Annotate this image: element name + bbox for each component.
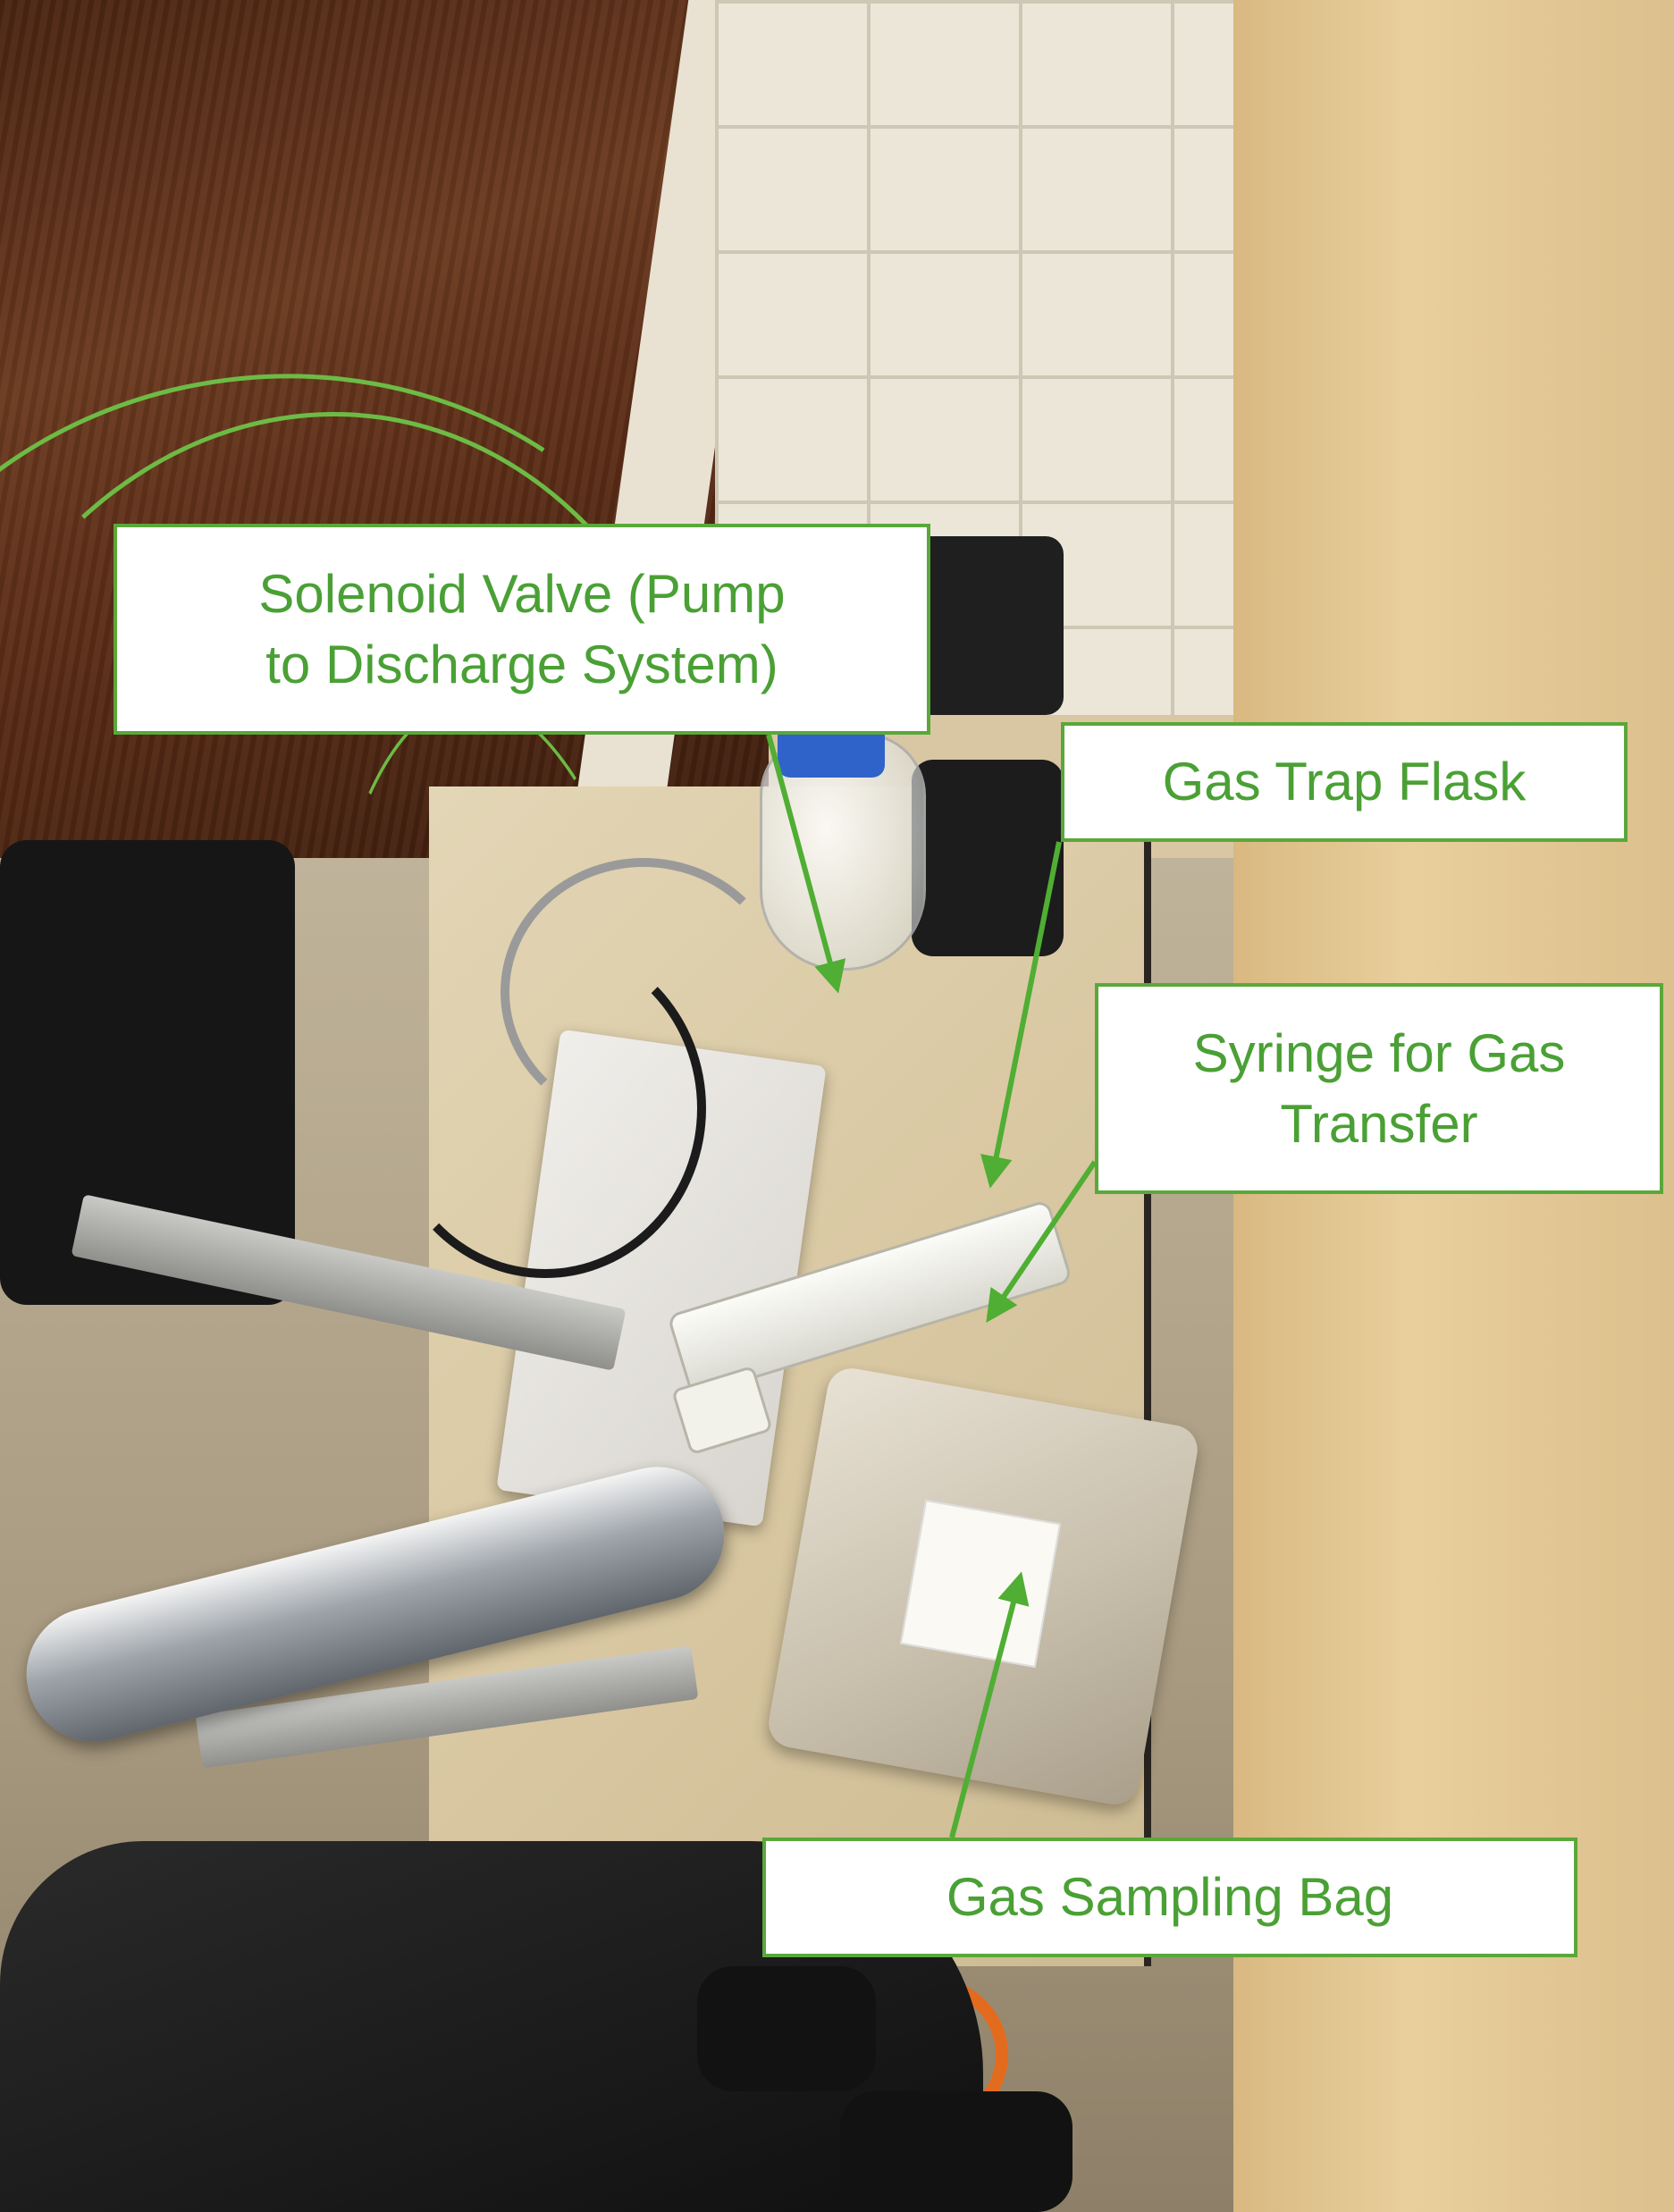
shoe xyxy=(840,2091,1073,2212)
gas-sampling-bag-label: Gas Sampling Bag xyxy=(946,1867,1394,1928)
solenoid-valve-label: Solenoid Valve (Pump to Discharge System… xyxy=(258,563,786,694)
syringe-label: Syringe for Gas Transfer xyxy=(1192,1022,1566,1154)
shoe xyxy=(697,1966,876,2091)
bag-label xyxy=(899,1499,1062,1669)
gas-sampling-bag-callout: Gas Sampling Bag xyxy=(762,1838,1577,1957)
solenoid-valve-callout: Solenoid Valve (Pump to Discharge System… xyxy=(114,524,930,735)
pump-motor xyxy=(912,760,1064,956)
gas-trap-flask-label: Gas Trap Flask xyxy=(1162,752,1527,812)
power-adapter xyxy=(912,536,1064,715)
gas-trap-flask-callout: Gas Trap Flask xyxy=(1061,722,1628,842)
syringe-callout: Syringe for Gas Transfer xyxy=(1095,983,1663,1194)
grey-cable xyxy=(501,858,787,1126)
